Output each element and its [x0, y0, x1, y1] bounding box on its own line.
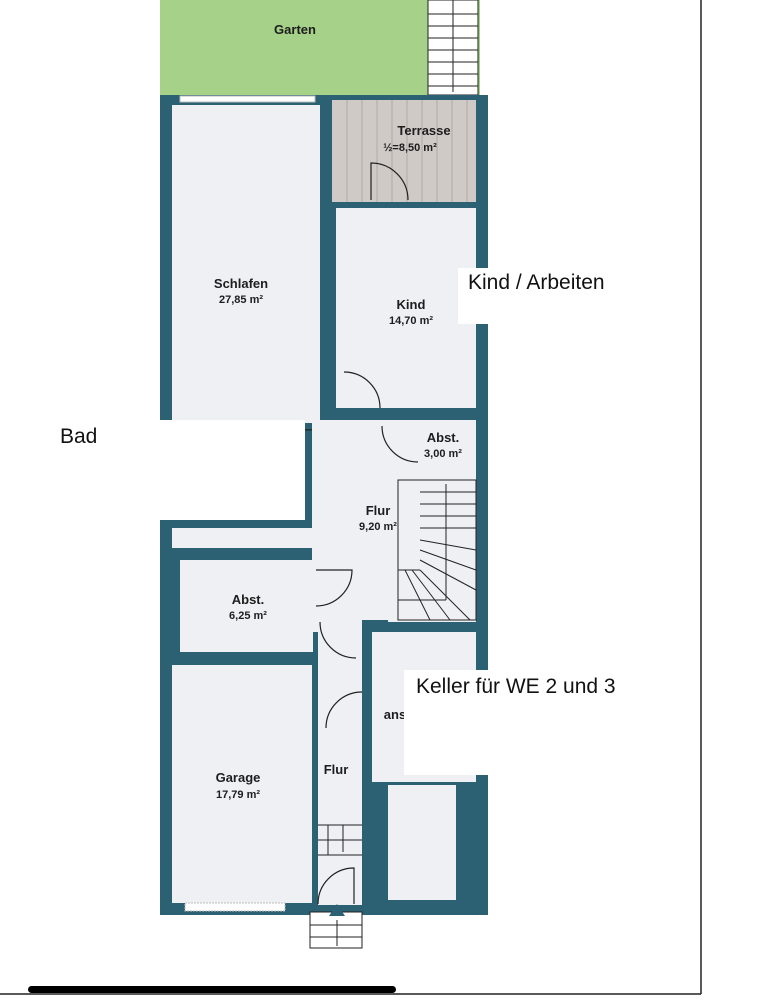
annotation-bad: Bad: [40, 420, 305, 520]
room-area-terrasse: ½=8,50 m²: [383, 142, 437, 154]
room-area-abst-small: 3,00 m²: [424, 448, 462, 460]
room-area-garage: 17,79 m²: [216, 789, 260, 801]
window-schlafen: [179, 95, 316, 103]
entrance-arrow-icon: [329, 904, 345, 916]
room-area-schlafen: 27,85 m²: [219, 294, 263, 306]
room-label-garage: Garage: [216, 770, 261, 785]
garden-area: [160, 0, 480, 97]
room-area-flur: 9,20 m²: [359, 521, 397, 533]
garden-stairs: [427, 0, 479, 96]
room-label-abst-small: Abst.: [427, 430, 460, 445]
doors: [304, 162, 419, 905]
terrace-boards: [346, 100, 468, 202]
home-indicator[interactable]: [28, 986, 396, 993]
entrance-stairs: [309, 824, 363, 949]
watermark-logo: VP VON POLL: [163, 857, 172, 908]
room-area-abst: 6,25 m²: [229, 610, 267, 622]
floors: [172, 105, 476, 905]
room-label-schlafen: Schlafen: [214, 276, 268, 291]
room-label-flur-lower: Flur: [324, 762, 349, 777]
room-label-flur: Flur: [366, 503, 391, 518]
room-area-kind: 14,70 m²: [389, 315, 433, 327]
room-label-terrasse: Terrasse: [397, 123, 450, 138]
annotation-keller: Keller für WE 2 und 3: [404, 670, 666, 775]
room-label-garten: Garten: [274, 22, 316, 37]
room-label-kind: Kind: [397, 297, 426, 312]
main-staircase: [397, 479, 477, 621]
annotation-kind-arbeiten: Kind / Arbeiten: [458, 268, 700, 324]
window-garage: [184, 902, 286, 912]
room-label-keller-partial: ans: [384, 707, 406, 722]
room-label-abst: Abst.: [232, 592, 265, 607]
